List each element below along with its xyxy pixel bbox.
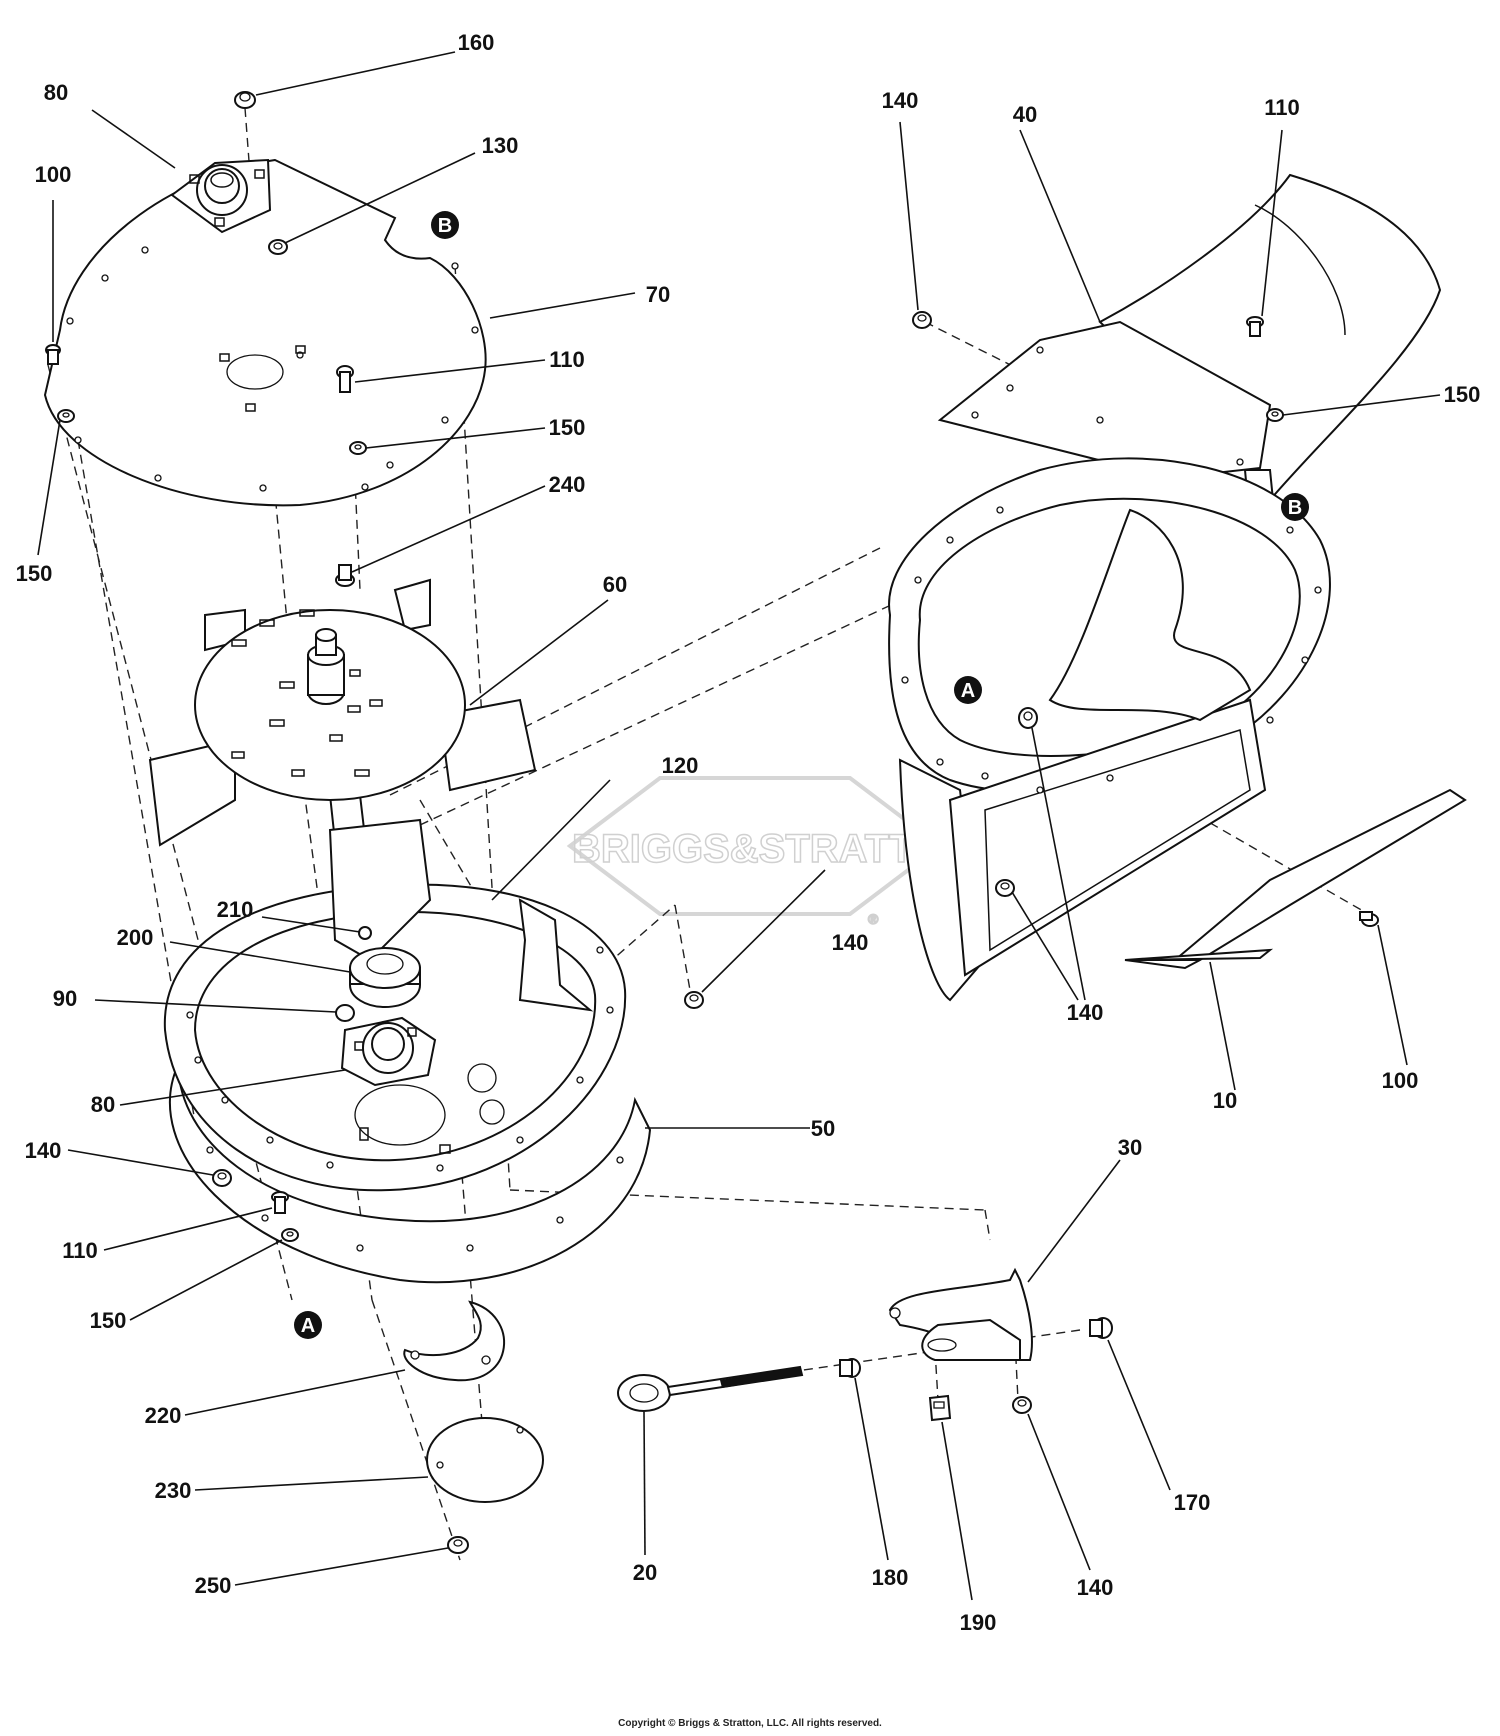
seal-part-210 — [358, 926, 372, 940]
nut-part-140-chute-top — [912, 311, 932, 329]
nut-part-250 — [447, 1536, 469, 1554]
callout-80-bottom: 80 — [91, 1092, 115, 1117]
nut-part-190 — [928, 1394, 952, 1422]
callout-160: 160 — [458, 30, 495, 55]
marker-b-chute: B — [1281, 493, 1309, 521]
nut-part-160 — [234, 91, 256, 109]
callout-170: 170 — [1174, 1490, 1211, 1515]
deflector-part-10 — [1124, 788, 1467, 970]
callout-30: 30 — [1118, 1135, 1142, 1160]
leader-lines — [37, 51, 1441, 1601]
callout-230: 230 — [155, 1478, 192, 1503]
bolt-part-110-lower — [271, 1191, 289, 1214]
callout-100-right: 100 — [1382, 1068, 1419, 1093]
washer-part-150-chute — [1266, 408, 1284, 422]
callout-40: 40 — [1013, 102, 1037, 127]
pin-part-240 — [335, 564, 355, 587]
nut-part-140-left — [212, 1169, 232, 1187]
impeller-part-60 — [148, 578, 537, 939]
nut-part-140-bracket — [1012, 1396, 1032, 1414]
callout-220: 220 — [145, 1403, 182, 1428]
discharge-flange-holes — [901, 506, 1322, 794]
bolt-part-110-chute — [1246, 316, 1264, 337]
callout-150-left: 150 — [16, 561, 53, 586]
callout-250: 250 — [195, 1573, 232, 1598]
washer-part-150-plate — [349, 441, 367, 455]
callout-140-chute: 140 — [1067, 1000, 1104, 1025]
bolt-part-110-plate — [336, 365, 354, 393]
marker-b-top-text: B — [438, 215, 452, 237]
callout-90: 90 — [53, 986, 77, 1011]
nut-part-140-middle — [684, 991, 704, 1009]
callout-10: 10 — [1213, 1088, 1237, 1113]
marker-a-bottom-text: A — [301, 1315, 315, 1337]
bushing-part-200 — [349, 947, 421, 1008]
callout-150-plate: 150 — [549, 415, 586, 440]
pin-part-90 — [335, 1004, 355, 1022]
callout-210: 210 — [217, 897, 254, 922]
callout-50: 50 — [811, 1116, 835, 1141]
nut-part-180 — [839, 1358, 861, 1378]
callout-140-bracket: 140 — [1077, 1575, 1114, 1600]
callout-60: 60 — [603, 572, 627, 597]
eyebolt-part-20 — [617, 1365, 804, 1412]
callout-120: 120 — [662, 753, 699, 778]
impeller-slots — [231, 609, 383, 777]
callout-labels: 160 80 130 100 70 110 150 150 240 60 120… — [16, 30, 1481, 1635]
callout-80-top: 80 — [44, 80, 68, 105]
callout-20: 20 — [633, 1560, 657, 1585]
chute-part-40 — [937, 173, 1442, 527]
callout-100-left: 100 — [35, 162, 72, 187]
callout-200: 200 — [117, 925, 154, 950]
discharge-housing — [888, 457, 1331, 1002]
housing-flange-holes — [186, 946, 624, 1252]
callout-110-chute: 110 — [1264, 95, 1300, 120]
callout-110-lower: 110 — [62, 1238, 98, 1263]
callout-70: 70 — [646, 282, 670, 307]
callout-180: 180 — [872, 1565, 909, 1590]
bearing-flange-part-80-top — [170, 158, 272, 234]
marker-a-bottom: A — [294, 1311, 322, 1339]
washer-part-150-left — [57, 409, 75, 423]
watermark-reg: ® — [868, 911, 879, 927]
marker-b-top: B — [431, 211, 459, 239]
callout-130: 130 — [482, 133, 519, 158]
marker-a-chute: A — [954, 676, 982, 704]
nut-part-140-chute-low — [995, 879, 1015, 897]
bearing-flange-part-80-bottom — [340, 1016, 437, 1087]
callout-110-plate: 110 — [549, 347, 585, 372]
callout-150-lower: 150 — [90, 1308, 127, 1333]
callout-240: 240 — [549, 472, 586, 497]
bolt-part-100-left — [45, 344, 61, 365]
washer-part-130 — [268, 239, 288, 255]
copyright-notice: Copyright © Briggs & Stratton, LLC. All … — [618, 1718, 882, 1729]
cover-part-230 — [426, 1417, 544, 1503]
callout-190: 190 — [960, 1610, 997, 1635]
marker-b-chute-text: B — [1288, 497, 1302, 519]
callout-140-left: 140 — [25, 1138, 62, 1163]
retainer-part-220 — [403, 1300, 505, 1382]
callout-140-chute-top: 140 — [882, 88, 919, 113]
bolt-part-100-right — [1359, 911, 1379, 927]
nut-part-170 — [1089, 1317, 1113, 1339]
washer-part-150-lower — [281, 1228, 299, 1242]
marker-a-chute-text: A — [961, 680, 975, 702]
callout-140-middle: 140 — [832, 930, 869, 955]
bracket-part-30 — [888, 1267, 1033, 1361]
nut-part-140-chute-mid — [1018, 707, 1038, 729]
callout-150-chute: 150 — [1444, 382, 1481, 407]
